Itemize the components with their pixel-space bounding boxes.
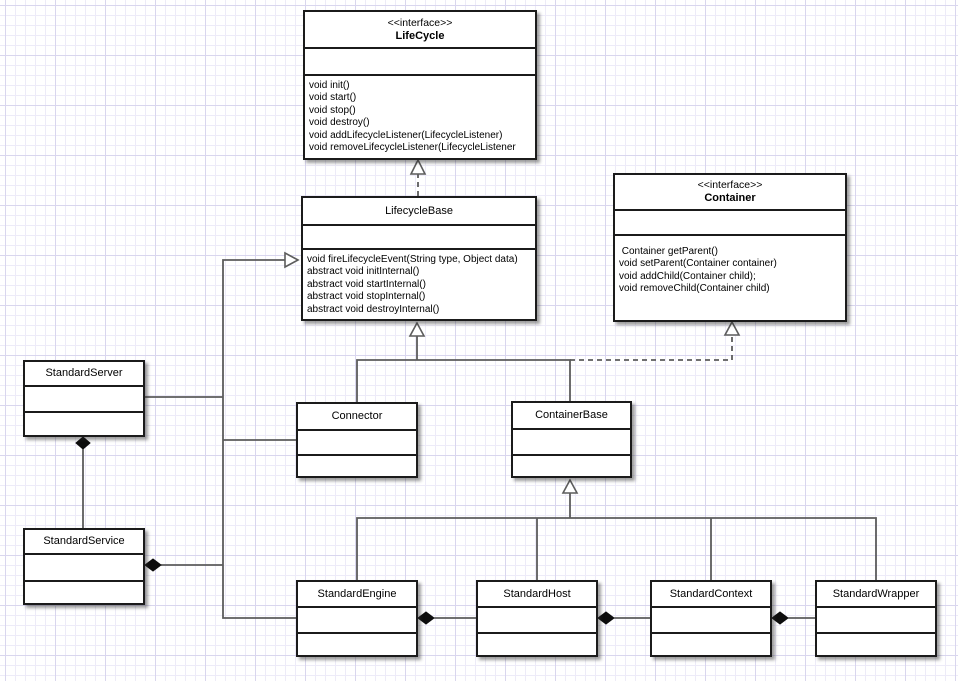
methods-compartment — [25, 411, 143, 435]
class-container-title: <<interface>> Container — [615, 175, 845, 209]
attributes-compartment — [298, 606, 416, 632]
method-item: void start() — [309, 92, 357, 104]
method-item: void removeChild(Container child) — [619, 283, 770, 295]
class-standardserver-title: StandardServer — [25, 362, 143, 385]
attributes-compartment — [478, 606, 596, 632]
method-item: void fireLifecycleEvent(String type, Obj… — [307, 254, 518, 265]
class-name: StandardEngine — [317, 587, 397, 600]
class-standardcontext: StandardContext — [650, 580, 772, 657]
class-connector: Connector — [296, 402, 418, 478]
attributes-compartment — [513, 428, 630, 454]
method-item: void removeLifecycleListener(LifecycleLi… — [309, 142, 516, 154]
edge-trunk-to-lifecyclebase — [223, 260, 296, 618]
class-lifecyclebase-title: LifecycleBase — [303, 198, 535, 224]
class-container: <<interface>> Container Container getPar… — [613, 173, 847, 322]
composition-diamond-icon — [772, 612, 788, 624]
class-name: StandardServer — [45, 367, 123, 379]
class-standardwrapper: StandardWrapper — [815, 580, 937, 657]
class-standardhost: StandardHost — [476, 580, 598, 657]
method-item: abstract void destroyInternal() — [307, 303, 440, 315]
attributes-compartment — [25, 553, 143, 580]
attributes-compartment — [305, 47, 535, 74]
class-standardservice-title: StandardService — [25, 530, 143, 553]
method-item: abstract void startInternal() — [307, 278, 426, 290]
composition-diamond-icon — [418, 612, 434, 624]
composition-diamond-icon — [145, 559, 161, 571]
class-standardserver: StandardServer — [23, 360, 145, 437]
class-name: StandardWrapper — [832, 587, 920, 600]
class-lifecyclebase: LifecycleBase void fireLifecycleEvent(St… — [301, 196, 537, 321]
class-name: StandardHost — [503, 587, 571, 600]
method-item: abstract void stopInternal() — [307, 291, 426, 303]
realization-arrowhead-icon — [411, 160, 425, 174]
method-item: void init() — [309, 80, 350, 91]
class-name: StandardService — [43, 535, 125, 547]
composition-diamond-icon — [76, 437, 90, 449]
class-containerbase-title: ContainerBase — [513, 403, 630, 428]
stereotype-label: <<interface>> — [387, 16, 453, 29]
attributes-compartment — [298, 429, 416, 454]
methods-compartment — [513, 454, 630, 476]
class-lifecycle-title: <<interface>> LifeCycle — [305, 12, 535, 47]
composition-diamond-icon — [598, 612, 614, 624]
method-item: void addChild(Container child); — [619, 270, 756, 282]
method-item: abstract void initInternal() — [307, 266, 420, 278]
method-item: void setParent(Container container) — [619, 258, 777, 270]
class-name: ContainerBase — [535, 409, 608, 421]
class-name: Container — [704, 192, 756, 204]
method-item: void destroy() — [309, 117, 370, 129]
methods-compartment — [817, 632, 935, 655]
edge-containerbase-realizes-container — [570, 335, 732, 360]
methods-compartment — [652, 632, 770, 655]
attributes-compartment — [303, 224, 535, 248]
class-standardhost-title: StandardHost — [478, 582, 596, 606]
attributes-compartment — [615, 209, 845, 234]
generalization-arrowhead-icon — [563, 480, 577, 493]
methods-compartment — [298, 454, 416, 476]
class-name: StandardContext — [669, 587, 753, 600]
realization-arrowhead-icon — [725, 322, 739, 335]
class-standardwrapper-title: StandardWrapper — [817, 582, 935, 606]
methods-compartment — [478, 632, 596, 655]
attributes-compartment — [25, 385, 143, 411]
generalization-arrowhead-icon — [410, 323, 424, 336]
class-standardengine: StandardEngine — [296, 580, 418, 657]
class-standardservice: StandardService — [23, 528, 145, 605]
class-name: LifecycleBase — [385, 204, 453, 217]
generalization-arrowhead-icon — [285, 253, 298, 267]
class-name: Connector — [331, 410, 383, 422]
method-item: void stop() — [309, 104, 356, 116]
class-standardcontext-title: StandardContext — [652, 582, 770, 606]
methods-compartment: void fireLifecycleEvent(String type, Obj… — [303, 248, 535, 319]
class-connector-title: Connector — [298, 404, 416, 429]
methods-compartment — [25, 580, 143, 603]
method-item: Container getParent() — [619, 246, 718, 257]
attributes-compartment — [817, 606, 935, 632]
attributes-compartment — [652, 606, 770, 632]
class-containerbase: ContainerBase — [511, 401, 632, 478]
edge-containerbase-children-bus — [357, 518, 876, 580]
methods-compartment — [298, 632, 416, 655]
methods-compartment: Container getParent() void setParent(Con… — [615, 234, 845, 320]
method-item: void addLifecycleListener(LifecycleListe… — [309, 129, 503, 141]
class-standardengine-title: StandardEngine — [298, 582, 416, 606]
edge-connector-containerbase-bus — [357, 360, 570, 402]
methods-compartment: void init() void start() void stop() voi… — [305, 74, 535, 158]
class-lifecycle: <<interface>> LifeCycle void init() void… — [303, 10, 537, 160]
class-name: LifeCycle — [395, 29, 445, 42]
stereotype-label: <<interface>> — [697, 179, 763, 191]
